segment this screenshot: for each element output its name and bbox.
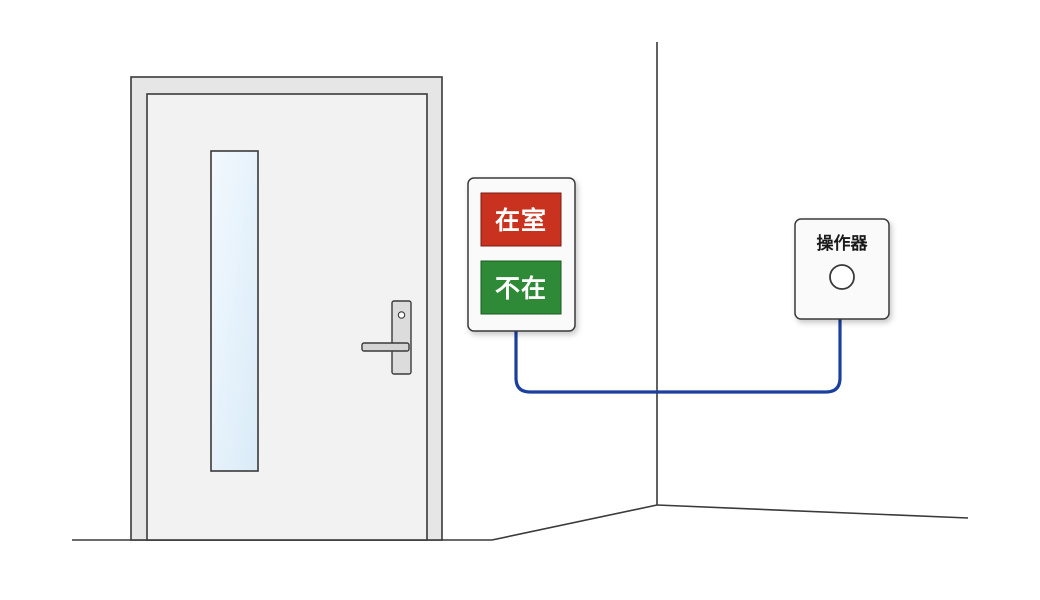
handle-plate: [391, 300, 412, 375]
present-lamp-label: 在室: [495, 206, 547, 235]
controller-label: 操作器: [817, 233, 869, 254]
door-window: [210, 150, 259, 472]
controller-button[interactable]: [829, 264, 855, 290]
floor-line-diagonal: [491, 504, 658, 541]
floor-line-right: [656, 504, 969, 519]
door-handle: [361, 300, 412, 375]
absent-lamp: [480, 260, 562, 315]
keyhole-icon: [397, 311, 406, 319]
handle-lever: [361, 342, 410, 352]
status-indicator-panel: 在室 不在: [467, 177, 576, 332]
connection-cable: [514, 316, 842, 394]
absent-lamp-label: 不在: [495, 274, 547, 303]
door-panel: [146, 93, 428, 541]
door: [130, 76, 443, 541]
present-lamp: [480, 192, 562, 247]
controller-unit: 操作器: [794, 218, 890, 320]
